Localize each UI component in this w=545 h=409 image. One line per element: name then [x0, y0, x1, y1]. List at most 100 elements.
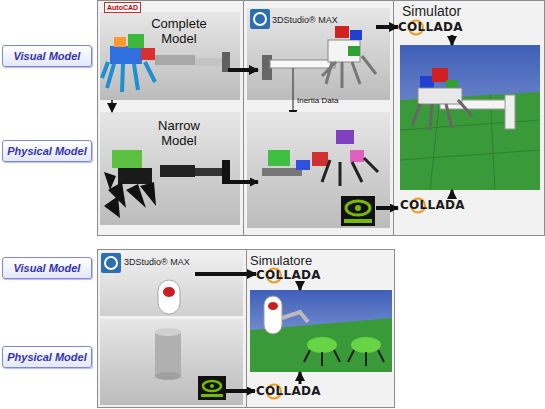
caption-text: Simulatore	[250, 253, 312, 268]
max-physical-render	[100, 319, 243, 405]
flow-arrow	[376, 25, 398, 29]
flow-arrow	[451, 35, 454, 45]
narrow-model-render	[104, 172, 156, 218]
simulator-render	[432, 68, 448, 82]
simulatore-render	[250, 290, 392, 372]
max-physical-render	[155, 372, 181, 380]
simulatore-render	[307, 337, 337, 353]
flow-arrow	[376, 206, 398, 210]
simulator-render	[418, 88, 462, 104]
caption-text: Narrow Model	[140, 118, 218, 148]
complete-model-render	[128, 34, 144, 48]
simulatore-render	[282, 312, 308, 322]
max-physical-render	[322, 158, 378, 186]
nvidia-logo	[355, 205, 361, 211]
panel-frame	[98, 250, 395, 408]
nvidia-logo	[198, 376, 226, 400]
max-visual-render	[101, 253, 121, 273]
complete-model-render	[102, 62, 155, 92]
max-visual-render	[247, 8, 390, 100]
max-visual-render	[158, 280, 180, 314]
simulator-render	[400, 92, 540, 190]
caption-text: 3DStudio® MAX	[272, 15, 338, 26]
collada-logo: COLLADA	[400, 198, 462, 213]
max-physical-render	[350, 150, 364, 162]
label-text: Visual Model	[3, 258, 91, 278]
max-visual-render	[254, 13, 266, 25]
nvidia-logo	[203, 381, 221, 391]
nvidia-logo	[341, 196, 375, 226]
panel-frame	[393, 0, 394, 236]
model-image: Narrow Model	[100, 112, 228, 225]
simulator-view: Simulator	[400, 45, 540, 190]
simulatore-render	[250, 290, 392, 372]
max-physical-render	[296, 160, 310, 170]
caption-text: Simulator	[402, 3, 461, 19]
logo-text: COLLADA	[256, 268, 318, 283]
max-visual-render	[350, 30, 362, 40]
complete-model-render	[155, 55, 195, 65]
max-physical-render	[247, 112, 390, 228]
complete-model-render	[222, 52, 230, 72]
simulator-render	[400, 45, 540, 190]
software-panel: 3DStudio® MAX	[258, 8, 376, 100]
flow-arrow	[299, 283, 302, 290]
panel-frame	[246, 249, 247, 408]
model-label: Physical Model	[2, 346, 92, 368]
flow-arrow	[111, 100, 112, 112]
nvidia-logo	[210, 384, 214, 388]
caption-text: 3DStudio® MAX	[124, 257, 190, 268]
logo-text: COLLADA	[256, 384, 318, 399]
nvidia-logo	[341, 196, 375, 226]
guide-line	[112, 100, 113, 112]
logo-text: COLLADA	[398, 20, 460, 35]
inertia-link	[293, 68, 294, 118]
flow-arrow	[226, 389, 255, 393]
narrow-model-render	[118, 168, 152, 184]
complete-model-render	[100, 12, 240, 100]
complete-model-render	[195, 58, 225, 66]
caption-text: Complete Model	[140, 16, 218, 46]
flow-arrow	[195, 272, 256, 276]
max-physical-render	[247, 112, 390, 228]
max-physical-render	[336, 130, 354, 144]
narrow-model-render	[112, 150, 142, 168]
software-logo: AutoCAD	[104, 2, 141, 13]
max-visual-render	[247, 8, 390, 100]
narrow-model-render	[160, 165, 195, 177]
simulatore-render	[351, 337, 381, 353]
complete-model-render	[141, 48, 155, 60]
label-text: Visual Model	[3, 46, 91, 66]
model-label: Visual Model	[2, 45, 92, 67]
panel-frame	[98, 0, 545, 236]
simulatore-render	[304, 350, 384, 366]
simulatore-render	[264, 296, 282, 334]
max-visual-render	[335, 26, 349, 38]
flow-arrow	[228, 68, 258, 72]
collada-logo: COLLADA	[398, 20, 460, 35]
logo-text: COLLADA	[400, 198, 462, 213]
complete-model-render	[114, 37, 126, 47]
nvidia-logo	[198, 376, 226, 400]
nvidia-logo	[344, 219, 372, 223]
panel-frame	[243, 0, 244, 236]
max-visual-render	[100, 252, 243, 316]
max-physical-render	[312, 152, 328, 166]
model-label: Physical Model	[2, 140, 92, 162]
flow-arrow	[228, 180, 258, 184]
model-image: Complete Model	[100, 12, 228, 100]
narrow-model-render	[100, 112, 240, 225]
narrow-model-render	[100, 112, 240, 225]
flow-arrow	[299, 372, 302, 384]
nvidia-logo	[201, 394, 223, 397]
software-panel: 3DStudio® MAX	[100, 252, 195, 316]
max-visual-render	[163, 287, 175, 297]
max-visual-render	[322, 56, 376, 88]
max-visual-render	[100, 252, 243, 316]
max-visual-render	[328, 40, 360, 62]
collada-logo: COLLADA	[256, 268, 318, 283]
max-visual-render	[348, 46, 360, 56]
complete-model-render	[100, 12, 240, 100]
simulator-render	[412, 100, 472, 130]
complete-model-render	[110, 46, 142, 64]
